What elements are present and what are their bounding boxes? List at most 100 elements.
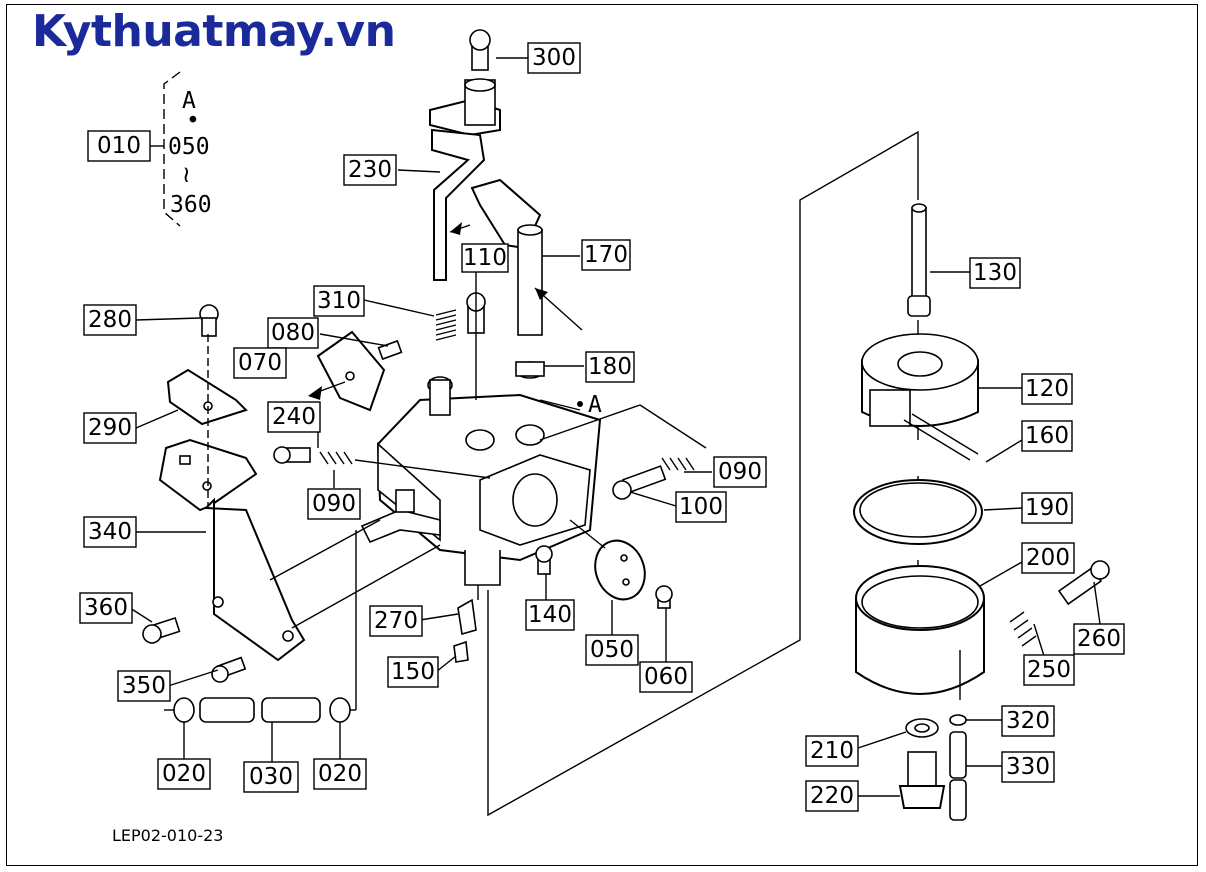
part-tag-030: 030 bbox=[243, 761, 299, 793]
mixture-screw bbox=[539, 404, 707, 500]
part-tag-130: 130 bbox=[969, 257, 1021, 289]
part-tag-220: 220 bbox=[805, 780, 859, 812]
svg-text:090: 090 bbox=[312, 491, 356, 517]
part-tag-210: 210 bbox=[805, 735, 859, 767]
svg-text:340: 340 bbox=[88, 519, 132, 545]
svg-text:260: 260 bbox=[1077, 626, 1121, 652]
diagram-frame bbox=[6, 4, 1198, 866]
svg-text:110: 110 bbox=[463, 245, 507, 271]
part-tag-230: 230 bbox=[343, 154, 397, 186]
drawing-number: LEP02-010-23 bbox=[112, 826, 224, 845]
leader-lines bbox=[129, 57, 1101, 797]
range-note-dot: • bbox=[186, 108, 200, 134]
part-tag-360: 360 bbox=[79, 592, 133, 624]
svg-text:350: 350 bbox=[122, 673, 166, 699]
main-jet bbox=[453, 585, 479, 663]
mounting-bracket bbox=[158, 304, 306, 662]
bowl-screws bbox=[898, 560, 1110, 821]
svg-text:220: 220 bbox=[810, 783, 854, 809]
bracket-screws bbox=[142, 617, 247, 683]
svg-text:130: 130 bbox=[973, 260, 1017, 286]
part-tag-110: 110 bbox=[461, 243, 509, 273]
part-tag-180: 180 bbox=[585, 351, 635, 383]
svg-text:060: 060 bbox=[644, 664, 688, 690]
part-tag-350: 350 bbox=[117, 670, 171, 702]
svg-text:100: 100 bbox=[679, 494, 723, 520]
svg-text:200: 200 bbox=[1026, 545, 1070, 571]
ref-marker-dot bbox=[577, 401, 583, 407]
svg-text:080: 080 bbox=[271, 320, 315, 346]
ref-marker-label: A bbox=[588, 392, 602, 418]
part-tag-060: 060 bbox=[639, 661, 693, 693]
gasket bbox=[853, 479, 983, 545]
svg-text:140: 140 bbox=[528, 602, 572, 628]
svg-text:320: 320 bbox=[1006, 708, 1050, 734]
range-note-tilde: ≀ bbox=[182, 162, 191, 188]
part-tag-250: 250 bbox=[1023, 654, 1075, 686]
svg-text:170: 170 bbox=[584, 242, 628, 268]
part-tag-140: 140 bbox=[525, 599, 575, 631]
part-tag-120: 120 bbox=[1021, 373, 1073, 405]
fuel-hose bbox=[164, 530, 357, 723]
float bbox=[861, 333, 979, 461]
part-tag-300: 300 bbox=[527, 42, 581, 74]
part-tag-150: 150 bbox=[387, 656, 439, 688]
part-tag-290: 290 bbox=[83, 412, 137, 444]
part-tag-070: 070 bbox=[233, 347, 287, 379]
float-needle bbox=[907, 203, 931, 317]
part-tag-310: 310 bbox=[313, 285, 365, 317]
svg-text:150: 150 bbox=[391, 659, 435, 685]
part-tag-020-right: 020 bbox=[313, 758, 367, 790]
float-bowl bbox=[855, 565, 985, 700]
svg-text:270: 270 bbox=[374, 608, 418, 634]
svg-text:360: 360 bbox=[84, 595, 128, 621]
part-tag-090-right: 090 bbox=[713, 456, 767, 488]
part-tag-160: 160 bbox=[1021, 420, 1073, 452]
part-tag-320: 320 bbox=[1001, 705, 1055, 737]
tag-group: 010 300 230 110 170 310 080 070 180 240 … bbox=[79, 42, 1125, 812]
svg-text:020: 020 bbox=[318, 761, 362, 787]
part-tag-010: 010 bbox=[87, 130, 151, 162]
range-note: A • 050 ≀ 360 bbox=[150, 71, 212, 227]
svg-text:290: 290 bbox=[88, 415, 132, 441]
choke-lever bbox=[470, 178, 583, 336]
throttle-plate bbox=[535, 519, 673, 609]
part-tag-240: 240 bbox=[267, 401, 321, 433]
svg-text:240: 240 bbox=[272, 404, 316, 430]
svg-text:210: 210 bbox=[810, 738, 854, 764]
svg-text:180: 180 bbox=[588, 354, 632, 380]
part-tag-050: 050 bbox=[585, 634, 639, 666]
part-tag-280: 280 bbox=[83, 304, 137, 336]
svg-text:070: 070 bbox=[238, 350, 282, 376]
part-tag-270: 270 bbox=[369, 605, 423, 637]
svg-text:090: 090 bbox=[718, 459, 762, 485]
svg-text:250: 250 bbox=[1027, 657, 1071, 683]
part-tag-090-left: 090 bbox=[307, 488, 361, 520]
svg-text:310: 310 bbox=[317, 288, 361, 314]
svg-text:010: 010 bbox=[97, 133, 141, 159]
site-logo: Kythuatmay.vn bbox=[32, 6, 396, 57]
svg-text:020: 020 bbox=[162, 761, 206, 787]
part-tag-170: 170 bbox=[581, 239, 631, 271]
svg-text:230: 230 bbox=[348, 157, 392, 183]
svg-text:120: 120 bbox=[1025, 376, 1069, 402]
svg-text:280: 280 bbox=[88, 307, 132, 333]
choke-plate bbox=[308, 330, 403, 412]
range-note-top: A bbox=[182, 88, 196, 114]
part-tag-190: 190 bbox=[1021, 492, 1073, 524]
svg-text:330: 330 bbox=[1006, 754, 1050, 780]
svg-text:300: 300 bbox=[532, 45, 576, 71]
svg-text:050: 050 bbox=[590, 637, 634, 663]
throttle-lever bbox=[429, 78, 501, 281]
part-tag-200: 200 bbox=[1021, 542, 1075, 574]
part-tag-260: 260 bbox=[1073, 623, 1125, 655]
part-tag-100: 100 bbox=[675, 491, 727, 523]
part-tag-080: 080 bbox=[267, 317, 319, 349]
svg-text:190: 190 bbox=[1025, 495, 1069, 521]
small-parts-top bbox=[435, 29, 545, 379]
idle-screw bbox=[273, 446, 491, 479]
carburetor-body bbox=[360, 376, 602, 586]
range-note-mid: 050 bbox=[168, 134, 210, 160]
range-note-bottom: 360 bbox=[170, 192, 212, 218]
